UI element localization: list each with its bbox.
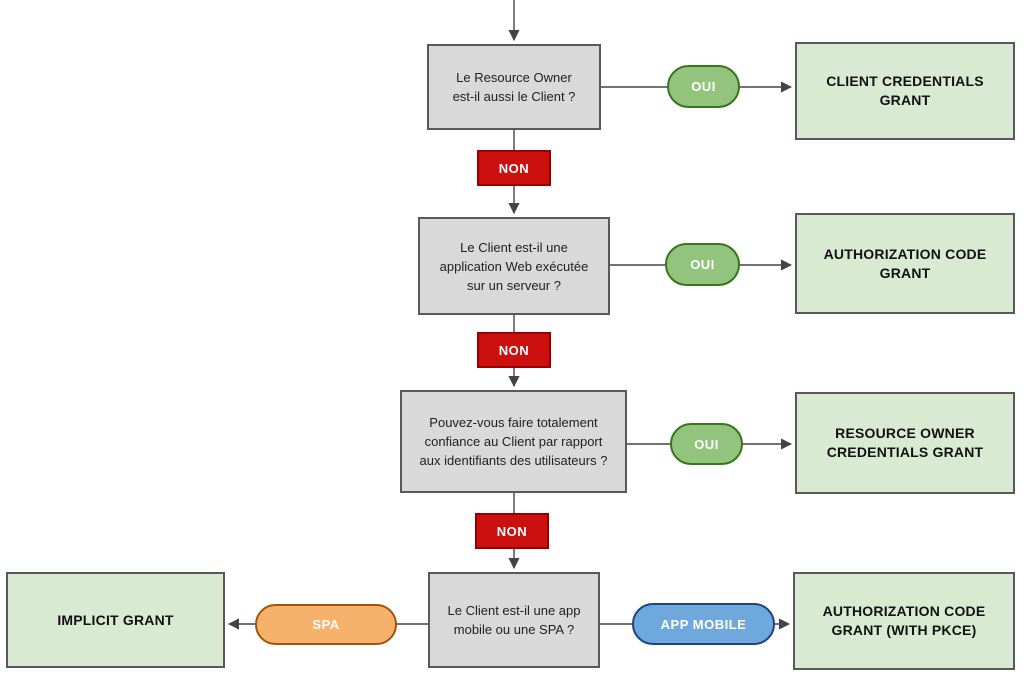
result-authorization-code-grant-pkce: AUTHORIZATION CODE GRANT (WITH PKCE) (793, 572, 1015, 670)
question-web-app-on-server: Le Client est-il une application Web exé… (418, 217, 610, 315)
question-resource-owner-is-client: Le Resource Owner est-il aussi le Client… (427, 44, 601, 130)
edge-label-oui-1: OUI (667, 65, 740, 108)
result-authorization-code-grant: AUTHORIZATION CODE GRANT (795, 213, 1015, 314)
edge-label-non-2: NON (477, 332, 551, 368)
result-resource-owner-credentials-grant: RESOURCE OWNER CREDENTIALS GRANT (795, 392, 1015, 494)
result-client-credentials-grant: CLIENT CREDENTIALS GRANT (795, 42, 1015, 140)
edge-label-non-1: NON (477, 150, 551, 186)
edge-label-spa: SPA (255, 604, 397, 645)
edge-label-oui-2: OUI (665, 243, 740, 286)
question-mobile-app-or-spa: Le Client est-il une app mobile ou une S… (428, 572, 600, 668)
edge-label-app-mobile: APP MOBILE (632, 603, 775, 645)
edge-label-oui-3: OUI (670, 423, 743, 465)
question-trust-client-with-credentials: Pouvez-vous faire totalement confiance a… (400, 390, 627, 493)
result-implicit-grant: IMPLICIT GRANT (6, 572, 225, 668)
edge-label-non-3: NON (475, 513, 549, 549)
